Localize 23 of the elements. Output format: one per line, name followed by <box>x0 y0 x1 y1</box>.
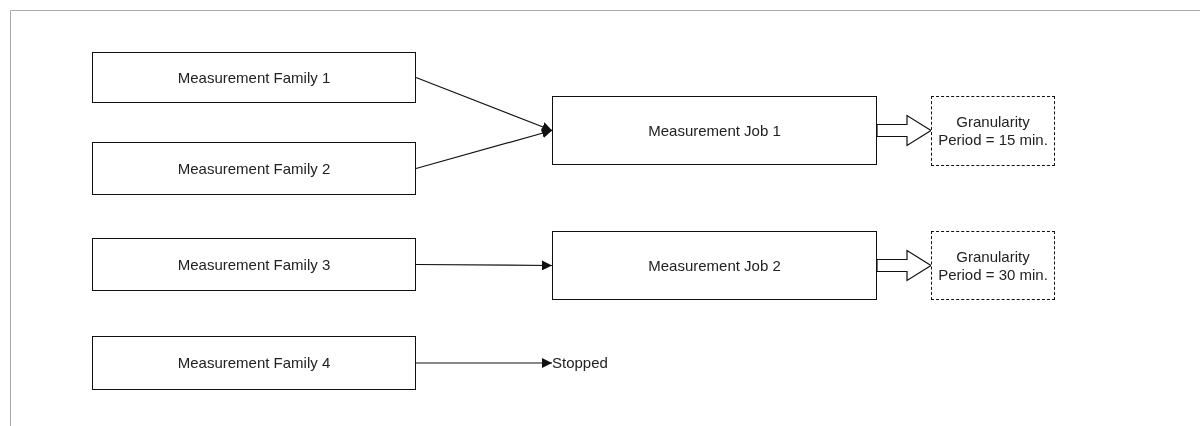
process-box <box>552 231 877 300</box>
process-box <box>92 238 416 291</box>
arrow <box>415 358 553 368</box>
node-label: Granularity Period = 15 min. <box>937 113 1049 149</box>
node-label: Measurement Job 2 <box>648 256 781 275</box>
process-box <box>92 142 416 195</box>
process-box <box>552 96 877 165</box>
arrow <box>415 76 553 132</box>
arrow <box>415 260 553 271</box>
dashed-box <box>931 231 1055 300</box>
block-arrow <box>876 249 933 282</box>
process-box <box>92 52 416 103</box>
node-label: Stopped <box>552 354 608 372</box>
node-label: Granularity Period = 30 min. <box>937 247 1049 284</box>
block-arrow <box>876 114 933 147</box>
node-label: Measurement Family 3 <box>177 255 331 274</box>
dashed-box <box>931 96 1055 166</box>
node-label: Measurement Family 4 <box>177 354 331 372</box>
node-label: Measurement Family 2 <box>177 159 331 178</box>
node-label: Measurement Job 1 <box>648 121 781 140</box>
process-box <box>92 336 416 390</box>
arrow <box>415 128 553 170</box>
node-label: Measurement Family 1 <box>177 68 331 87</box>
